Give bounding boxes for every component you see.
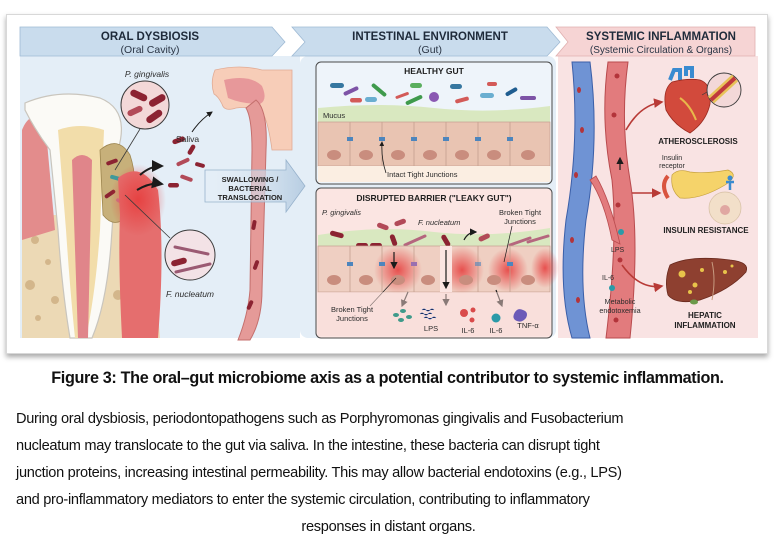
tnf-alpha-label: TNF-α [517,321,539,330]
il6-label-1: IL-6 [462,326,475,335]
magnifier-circle [120,80,170,130]
plaque-to-saliva-arrow-2 [136,176,164,191]
saliva-arrow [191,111,213,133]
f-nucleatum-magnifier: F. nucleatum [124,194,216,299]
hepatic-label-line2: INFLAMMATION [674,321,735,330]
arrow-to-heart [625,98,664,131]
gum-left [22,116,55,240]
vein [562,61,595,339]
vessel-branch [589,175,621,245]
junction-pointer [379,141,387,174]
mucus-label: Mucus [323,111,345,120]
intact-junctions-label: Intact Tight Junctions [387,170,458,179]
magnifier-pointer [114,128,141,171]
tooth-pulp [72,155,92,338]
caption-line: During oral dysbiosis, periodontopathoge… [16,411,624,427]
broken-junction-pointer-right [503,225,513,263]
insulin-receptor-label-line2: receptor [659,163,685,170]
oral-panel-subtitle: (Oral Cavity) [121,44,180,56]
il6-icon [460,307,476,323]
broken-junctions-right-line2: Junctions [504,217,536,226]
inflammatory-mediators: LPS IL-6 IL-6 TNF-α [393,307,539,335]
broken-junctions-right-line1: Broken Tight [499,208,542,217]
magnifier-circle [164,229,216,281]
systemic-il6-label: IL-6 [602,275,614,282]
lps-icon [419,308,437,320]
esophagus [237,99,267,341]
swallowing-arrow: SWALLOWING / BACTERIAL TRANSLOCATION [204,158,306,214]
systemic-lps-label: LPS [611,247,625,254]
disrupted-gut-box: DISRUPTED BARRIER ("LEAKY GUT") P. gingi… [315,187,559,339]
healthy-epithelium [317,121,551,167]
p-gingivalis-label: P. gingivalis [125,69,170,79]
oral-gut-axis-figure: ORAL DYSBIOSIS (Oral Cavity) INTESTINAL … [19,26,758,341]
pancreas-illustration [662,169,742,225]
pathogenic-bacteria [330,218,550,248]
magnifier-pointer [124,194,171,239]
plaque-to-saliva-arrow [139,160,164,176]
hepatic-label-line1: HEPATIC [688,311,722,320]
systemic-panel-subtitle: (Systemic Circulation & Organs) [590,45,732,56]
swallowing-label-line3: TRANSLOCATION [218,193,282,202]
submucosa [318,292,550,336]
blood-cells [570,73,623,323]
oral-header-chevron [19,26,286,57]
systemic-panel-title: SYSTEMIC INFLAMMATION [586,31,736,43]
p-gingivalis-magnifier: P. gingivalis [114,69,170,171]
atherosclerosis-label: ATHEROSCLEROSIS [658,137,738,146]
disrupted-pg-label: P. gingivalis [322,208,361,217]
lamina-propria [318,166,550,182]
broken-junctions-left-line2: Junctions [336,314,368,323]
figure-caption-title: Figure 3: The oral–gut microbiome axis a… [51,369,724,387]
disrupted-mucus [318,228,550,246]
disrupted-epithelium [317,245,559,294]
oral-panel-title: ORAL DYSBIOSIS [101,31,200,43]
il6-label-2: IL-6 [490,326,503,335]
gut-panel-title: INTESTINAL ENVIRONMENT [352,31,508,43]
gut-header-chevron [291,26,561,57]
healthy-gut-box: HEALTHY GUT Mucus [315,61,553,185]
artery [604,61,636,339]
arrow-to-liver [621,264,664,293]
tooth-illustration [22,93,166,339]
oral-cavity [224,78,265,104]
disrupted-fn-label: F. nucleatum [418,218,460,227]
caption-line: responses in distant organs. [301,519,476,535]
inflammation-glow [110,164,166,236]
insulin-resistance-label: INSULIN RESISTANCE [663,226,749,235]
il6-teal-icon [491,313,501,323]
disrupted-gut-title: DISRUPTED BARRIER ("LEAKY GUT") [356,193,511,203]
head-profile [211,66,293,341]
caption-line: junction proteins, increasing intestinal… [16,465,622,481]
caption-line: and pro-inflammatory mediators to enter … [16,492,590,508]
swallowing-label-line2: BACTERIAL [228,184,272,193]
bacterial-fragments-icon [393,309,412,322]
swallowing-arrow-shape [204,158,306,214]
f-nucleatum-label: F. nucleatum [166,289,214,299]
healthy-gut-title: HEALTHY GUT [404,66,464,76]
systemic-header-chevron [555,26,756,57]
gut-panel-subtitle: (Gut) [418,44,442,56]
broken-junctions-left-line1: Broken Tight [331,305,374,314]
liver-illustration [666,257,748,305]
blood-vessels: LPS IL-6 [562,61,636,339]
endotoxemia-label-line1: Metabolic [605,297,636,306]
insulin-receptor-icon [726,180,734,190]
mucus-layer [318,105,550,122]
saliva-label: Saliva [176,134,199,144]
swallowing-label-line1: SWALLOWING / [222,175,280,184]
endotoxemia-label-line2: endotoxemia [599,306,640,315]
tnf-alpha-icon [513,309,527,322]
caption-line: nucleatum may translocate to the gut via… [16,438,600,454]
heart-illustration [664,66,742,134]
insulin-receptor-label-line1: Insulin [662,155,682,162]
figure-caption-body: During oral dysbiosis, periodontopathoge… [16,406,761,541]
saliva-bacteria [168,136,205,188]
lps-label: LPS [424,324,438,333]
commensal-bacteria [330,82,536,105]
